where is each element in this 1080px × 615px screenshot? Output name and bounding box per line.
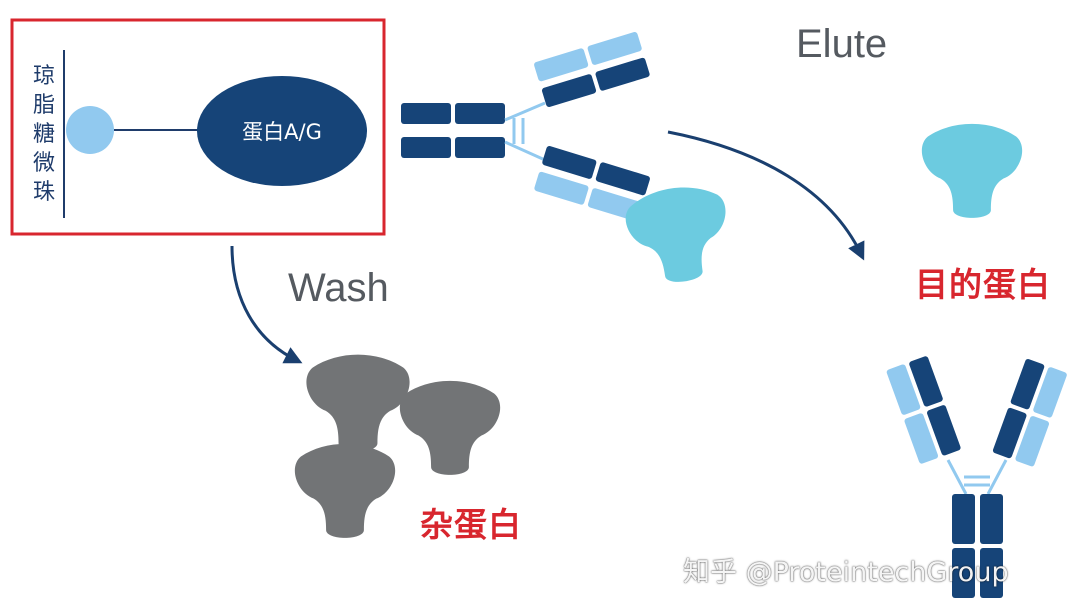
protein-ag-ellipse <box>197 76 367 186</box>
watermark: 知乎 @ProteintechGroup <box>683 557 1009 588</box>
fc-block <box>980 494 1003 544</box>
bead-ligand-dot <box>66 106 114 154</box>
impurity-protein <box>294 443 396 538</box>
fc-block <box>401 103 451 124</box>
wash-arrow <box>230 245 303 364</box>
fc-block <box>952 548 975 598</box>
eluted-target-protein <box>921 123 1023 218</box>
free-antibody <box>886 356 1067 598</box>
bound-target-protein <box>622 181 735 289</box>
impurity-protein <box>306 354 410 452</box>
elute-arrow <box>667 130 865 261</box>
impurity-protein <box>399 380 501 475</box>
wash-label: Wash <box>288 266 389 310</box>
fc-block <box>401 137 451 158</box>
fc-block <box>952 494 975 544</box>
fc-block <box>455 137 505 158</box>
left-fab-arm <box>886 356 961 464</box>
upper-fab-arm <box>534 32 650 108</box>
hinge <box>946 459 1008 495</box>
elute-label: Elute <box>796 22 888 66</box>
hinge <box>504 101 546 162</box>
bound-antibody <box>401 32 650 222</box>
bead-label: 琼脂糖微珠 <box>32 64 55 205</box>
fc-block <box>980 548 1003 598</box>
protein-ag-label: 蛋白A/G <box>242 120 322 144</box>
impurity-protein-label: 杂蛋白 <box>420 505 522 544</box>
right-fab-arm <box>992 359 1067 467</box>
bead-frame <box>10 18 386 236</box>
fc-block <box>455 103 505 124</box>
target-protein-label: 目的蛋白 <box>915 265 1051 304</box>
